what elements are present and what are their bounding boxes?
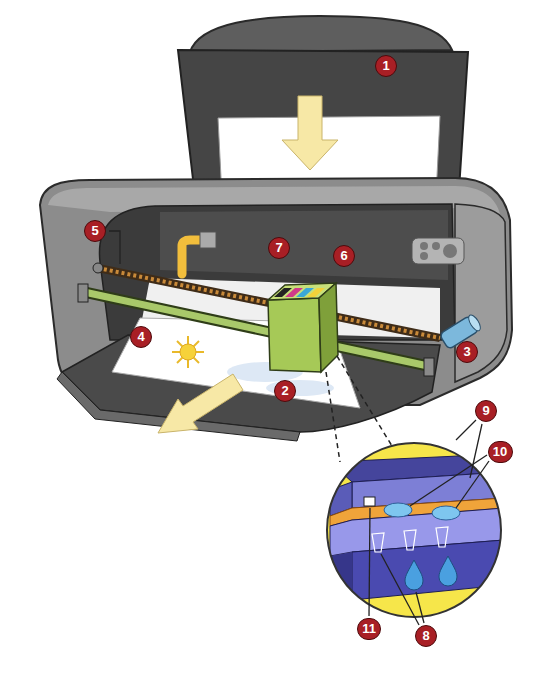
pulley [93, 263, 103, 273]
carriage-side [319, 283, 338, 372]
zoom-line [326, 372, 340, 462]
button [432, 242, 440, 250]
callout-number: 3 [456, 341, 478, 363]
callout-number: 4 [130, 326, 152, 348]
mechanism [78, 232, 483, 376]
input-tray [178, 16, 468, 205]
callout-number: 2 [274, 380, 296, 402]
callout-number: 10 [488, 441, 513, 463]
printhead-inset [327, 443, 504, 617]
output-tray [57, 318, 440, 441]
ink-drop [439, 556, 457, 586]
ink-bubble [384, 503, 412, 517]
callout-number: 6 [333, 245, 355, 267]
callout-number: 5 [84, 220, 106, 242]
button [420, 242, 428, 250]
inset-border [327, 443, 501, 617]
nozzles [372, 527, 448, 552]
callout-number: 1 [375, 55, 397, 77]
feed-arrow [282, 96, 338, 170]
carriage-front [268, 298, 321, 372]
rod-end [424, 358, 434, 376]
ink-tank [307, 288, 325, 297]
ink-slot [364, 497, 375, 506]
callout-number: 7 [268, 237, 290, 259]
print-carriage [268, 283, 338, 372]
cable-plug [200, 232, 216, 248]
sun [180, 344, 196, 360]
callout-number: 11 [357, 618, 381, 640]
side-panel [455, 204, 507, 382]
zoom-line [337, 356, 392, 446]
rod-outline [84, 292, 428, 366]
output-arrow [158, 374, 243, 433]
button [443, 244, 457, 258]
callout-number: 9 [475, 400, 497, 422]
button [420, 252, 428, 260]
control-panel [412, 238, 464, 264]
cavity-wall [160, 210, 448, 280]
ink-bubble [432, 506, 460, 520]
callout-number: 8 [415, 625, 437, 647]
rod [84, 292, 428, 366]
rod-end [78, 284, 88, 302]
tray-top [190, 16, 452, 52]
leader-lines [109, 231, 489, 625]
sun-rays [172, 336, 204, 368]
ink-drop [405, 560, 423, 590]
